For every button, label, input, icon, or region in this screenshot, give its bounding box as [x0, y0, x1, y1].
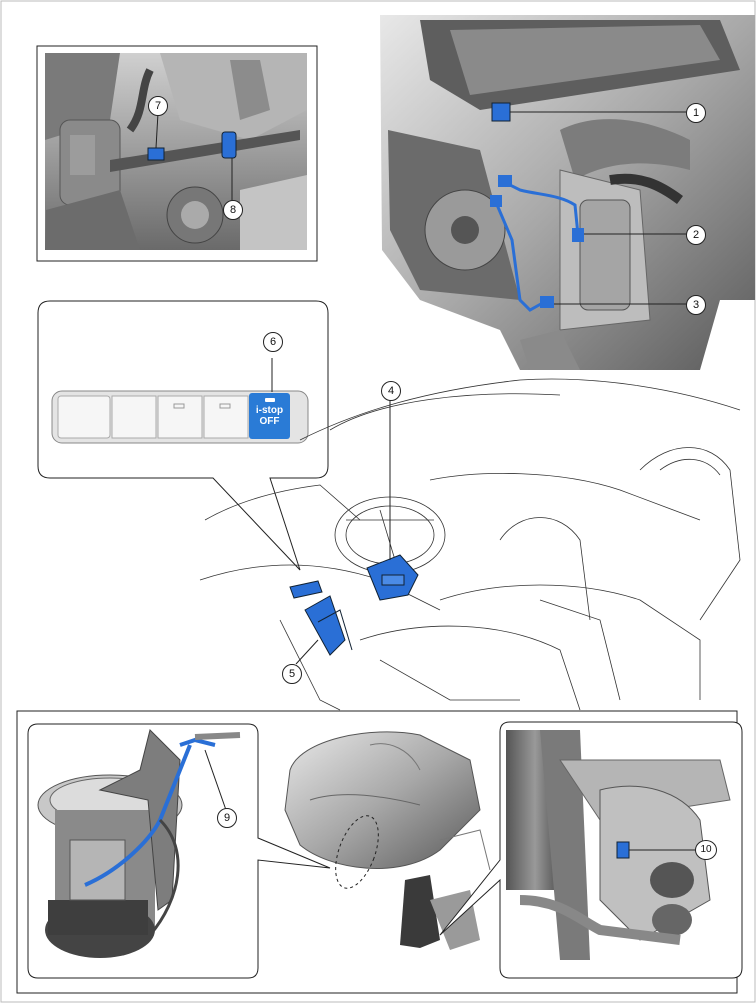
pedal-part-5 — [304, 595, 346, 656]
sensor-7-part — [147, 147, 165, 161]
callout-9: 9 — [217, 808, 237, 828]
callout-2: 2 — [686, 225, 706, 245]
callout-8: 8 — [223, 200, 243, 220]
callout-5: 5 — [282, 664, 302, 684]
inset-switch-panel — [37, 300, 329, 571]
istop-label-line2: OFF — [259, 416, 280, 427]
callout-10: 10 — [695, 840, 717, 860]
valve-10-part — [616, 841, 630, 859]
istop-switch-part — [289, 580, 323, 599]
sensor-3-part — [540, 296, 554, 308]
callout-1: 1 — [686, 103, 706, 123]
fuel-system-panel — [16, 710, 743, 994]
callout-7: 7 — [148, 96, 168, 116]
inset-sensors-7-8 — [36, 45, 318, 262]
dashboard-drawing — [199, 378, 741, 711]
istop-label-line1: i-stop — [255, 405, 284, 416]
engine-view — [380, 15, 755, 370]
istop-indicator — [264, 398, 275, 402]
sensor-1-part — [491, 102, 511, 122]
sensor-2-part — [572, 228, 584, 242]
sensor-8-part — [221, 131, 237, 159]
fuel-line-9 — [84, 744, 192, 887]
callout-3: 3 — [686, 295, 706, 315]
callout-4: 4 — [381, 381, 401, 401]
istop-off-button: i-stop OFF — [249, 393, 290, 439]
dash-components — [289, 392, 419, 665]
callout-6: 6 — [263, 332, 283, 352]
